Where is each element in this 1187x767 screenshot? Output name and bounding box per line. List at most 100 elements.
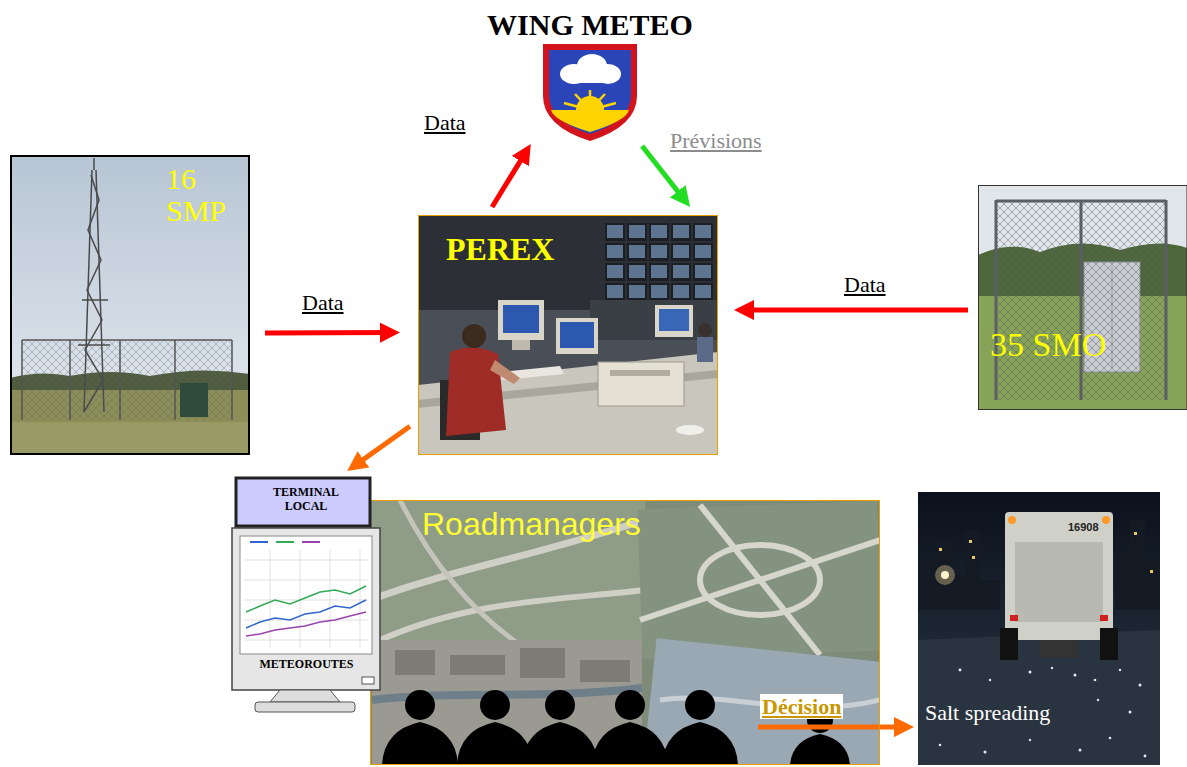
action-name: Salt spreading — [925, 700, 1050, 725]
weather-mast-photo — [22, 340, 232, 420]
control-room-photo: PEREX — [418, 215, 718, 455]
road-managers-collage — [545, 690, 575, 720]
edge-label: Décision — [760, 694, 843, 719]
road-station-photo — [996, 200, 1166, 400]
road-station-photo — [1080, 200, 1083, 400]
flow-arrow — [265, 330, 392, 335]
salt-spreading-photo — [1097, 699, 1099, 701]
weather-mast-photo — [82, 299, 108, 301]
salt-spreading-photo — [941, 571, 949, 579]
weather-shield — [564, 90, 616, 110]
control-room-photo — [498, 300, 544, 340]
control-room-photo — [556, 318, 598, 354]
control-room-photo — [512, 340, 530, 350]
flow-arrow — [742, 308, 968, 313]
salt-spreading-photo — [1100, 628, 1118, 660]
road-managers-collage — [457, 722, 533, 765]
road-managers-collage — [662, 722, 738, 765]
salt-spreading-photo — [918, 492, 1160, 765]
road-managers-collage — [685, 690, 715, 720]
weather-mast-photo — [93, 158, 95, 170]
salt-spreading-photo — [918, 530, 1000, 610]
road-managers-collage — [640, 505, 880, 655]
terminal-screen: TERMINAL LOCAL METEOROUTES — [228, 475, 388, 715]
salt-spreading-photo — [969, 540, 972, 543]
weather-shield — [551, 110, 629, 132]
road-managers-collage — [395, 650, 435, 675]
terminal-monitor — [250, 541, 268, 543]
edge-label: Data — [300, 290, 346, 315]
salt-spreading-photo — [1129, 711, 1132, 714]
salt-spreading-photo — [972, 556, 975, 559]
salt-spreading-photo — [1074, 674, 1077, 677]
salt-spreading-photo — [1119, 669, 1121, 671]
salt-spreading-photo — [1008, 516, 1016, 524]
road-managers-collage — [592, 722, 668, 765]
terminal-monitor — [244, 640, 368, 641]
terminal-monitor — [244, 620, 368, 621]
weather-mast-photo — [10, 422, 250, 455]
road-managers-collage — [382, 722, 458, 765]
terminal-monitor — [246, 600, 366, 628]
salt-spreading-photo — [1029, 671, 1032, 674]
control-room-photo — [419, 216, 718, 455]
road-managers-collage — [520, 648, 565, 678]
road-managers-collage — [370, 500, 645, 645]
control-room-photo — [598, 362, 684, 406]
weather-mast-photo — [231, 340, 233, 420]
salt-spreading-photo — [984, 751, 987, 754]
terminal-monitor — [240, 536, 372, 654]
software-name: METEOROUTES — [228, 658, 385, 672]
control-room-photo — [676, 425, 704, 435]
control-room-photo — [697, 337, 713, 362]
salt-spreading-photo — [1051, 667, 1053, 669]
control-room-photo — [655, 305, 693, 337]
terminal-title: TERMINAL LOCAL — [264, 485, 348, 514]
road-managers-collage — [370, 500, 895, 767]
control-room-photo — [490, 360, 520, 384]
terminal-monitor — [246, 612, 366, 636]
weather-shield — [543, 44, 637, 141]
terminal-monitor — [255, 702, 355, 712]
road-station-photo — [1165, 200, 1168, 400]
salt-spreading-photo — [1139, 684, 1142, 687]
salt-spreading-photo — [1150, 570, 1153, 573]
weather-mast-photo — [180, 383, 208, 417]
salt-spreading-photo — [1000, 628, 1018, 660]
salt-spreading-photo — [1134, 532, 1137, 535]
road-managers-collage — [371, 501, 880, 765]
terminal-monitor — [302, 541, 320, 543]
salt-spreading-photo — [939, 744, 942, 747]
road-managers-collage — [644, 638, 880, 765]
road-managers-collage — [637, 501, 880, 659]
control-room-photo — [418, 215, 718, 455]
salt-spreading-photo — [1100, 615, 1108, 621]
control-room-photo — [446, 347, 506, 436]
road-managers-collage — [395, 648, 630, 682]
terminal-monitor — [276, 541, 294, 543]
road-managers-collage — [405, 690, 435, 720]
salt-spreading-photo — [989, 679, 991, 681]
road-station-photo — [978, 185, 1187, 410]
salt-spreading-photo — [1115, 520, 1160, 610]
weather-shield — [576, 96, 604, 110]
terminal-monitor — [244, 580, 368, 581]
weather-mast-photo — [22, 339, 232, 341]
salt-spreading-photo — [918, 630, 1160, 765]
road-station-photo — [995, 200, 998, 400]
control-room-photo — [560, 322, 594, 348]
salt-spreading-photo — [1015, 542, 1103, 622]
terminal-monitor — [244, 560, 368, 561]
weather-mast-photo — [10, 155, 250, 455]
control-room-photo — [610, 370, 670, 376]
weather-mast-photo — [21, 340, 23, 420]
road-station-photo — [979, 186, 1187, 410]
control-room-photo — [418, 215, 718, 455]
terminal-monitor — [360, 550, 361, 648]
terminal-monitor — [244, 550, 368, 648]
road-station-photo — [996, 200, 1166, 400]
road-station-photo — [996, 200, 1166, 203]
control-room-photo — [659, 309, 689, 331]
edge-label: Data — [422, 110, 468, 135]
